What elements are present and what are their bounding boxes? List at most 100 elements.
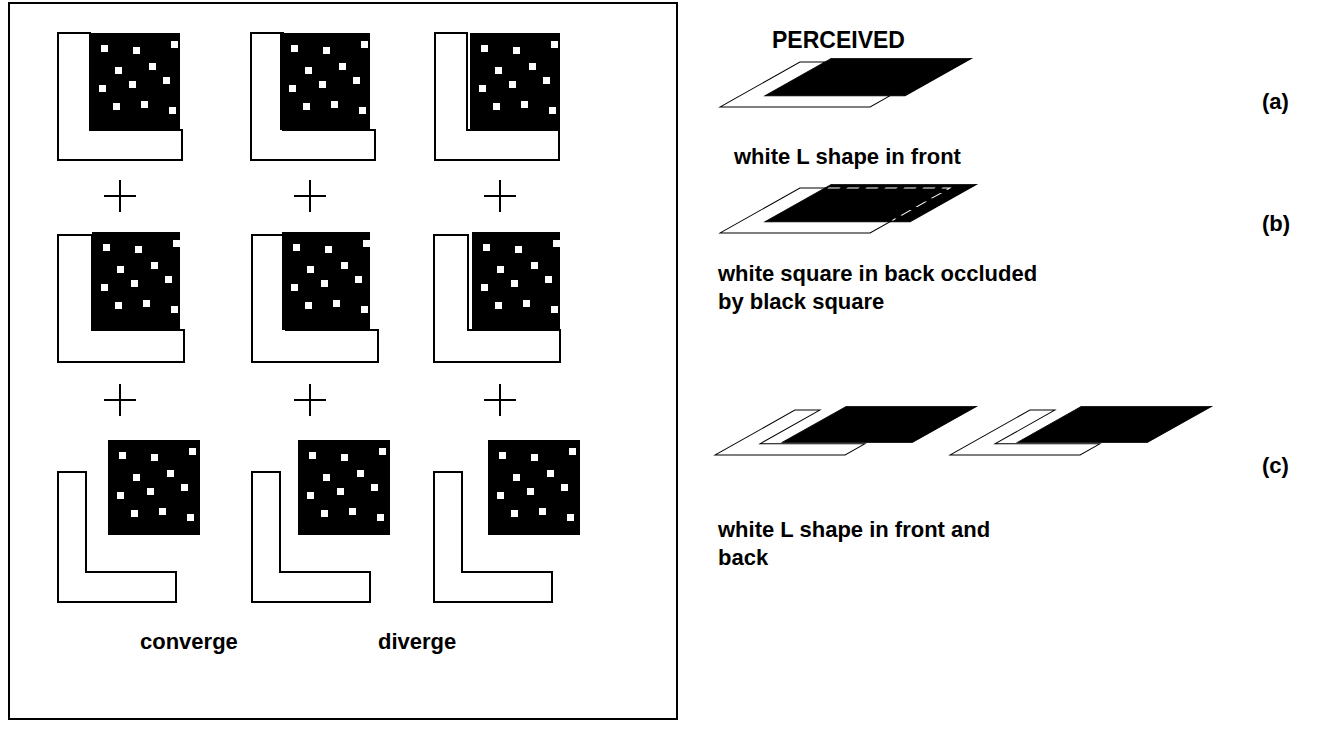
perceived-c-back xyxy=(950,406,1211,455)
white-dot xyxy=(379,448,386,455)
white-dot xyxy=(169,107,176,114)
viewing-label: diverge xyxy=(378,628,456,656)
white-dot xyxy=(361,306,368,313)
caption: white L shape in front xyxy=(734,143,961,171)
white-dot xyxy=(117,492,124,499)
white-dot xyxy=(495,67,502,74)
white-dot xyxy=(551,41,558,48)
stimulus-panel: converge diverge xyxy=(8,2,678,720)
caption: white L shape in front and back xyxy=(718,516,1018,571)
white-dot xyxy=(523,300,530,307)
white-dot xyxy=(149,63,156,70)
white-dot xyxy=(377,514,384,521)
white-dot xyxy=(321,280,328,287)
white-dot xyxy=(291,284,298,291)
white-dot xyxy=(159,508,166,515)
black-square xyxy=(472,232,560,330)
plus-sign xyxy=(484,180,516,212)
white-dot xyxy=(515,246,522,253)
white-dot xyxy=(167,470,174,477)
plus-sign xyxy=(104,384,136,416)
white-dot xyxy=(513,474,520,481)
white-dot xyxy=(303,103,310,110)
black-square xyxy=(280,33,370,130)
white-dot xyxy=(129,81,136,88)
white-dot xyxy=(115,67,122,74)
white-dot xyxy=(147,488,154,495)
white-dot xyxy=(539,508,546,515)
stereo-stimuli xyxy=(58,33,580,602)
white-dot xyxy=(293,244,300,251)
viewing-label: converge xyxy=(140,628,238,656)
white-dot xyxy=(99,85,106,92)
white-dot xyxy=(171,306,178,313)
white-dot xyxy=(495,302,502,309)
white-dot xyxy=(553,240,560,247)
white-dot xyxy=(117,266,124,273)
white-dot xyxy=(353,77,360,84)
white-dot xyxy=(493,103,500,110)
white-dot xyxy=(481,284,488,291)
white-dot xyxy=(135,246,142,253)
white-dot xyxy=(333,300,340,307)
white-dot xyxy=(171,41,178,48)
white-dot xyxy=(357,470,364,477)
white-dot xyxy=(549,107,556,114)
white-dot xyxy=(531,454,538,461)
white-dot xyxy=(527,488,534,495)
white-dot xyxy=(307,266,314,273)
panel-letter: (b) xyxy=(1262,210,1290,238)
white-dot xyxy=(483,244,490,251)
white-dot xyxy=(173,240,180,247)
perceived-a xyxy=(720,58,971,107)
white-dot xyxy=(305,302,312,309)
white-dot xyxy=(319,81,326,88)
black-square xyxy=(282,232,370,330)
white-dot xyxy=(543,77,550,84)
white-dot xyxy=(509,81,516,88)
white-dot xyxy=(323,47,330,54)
white-dot xyxy=(305,67,312,74)
black-square xyxy=(92,232,180,330)
white-dot xyxy=(497,266,504,273)
white-dot xyxy=(331,101,338,108)
white-dot xyxy=(511,510,518,517)
black-square xyxy=(298,440,390,535)
white-dot xyxy=(341,262,348,269)
white-dot xyxy=(119,452,126,459)
perceived-c-front xyxy=(715,406,976,455)
white-dot xyxy=(337,488,344,495)
white-dot xyxy=(189,448,196,455)
plus-sign xyxy=(484,384,516,416)
white-dot xyxy=(481,45,488,52)
white-dot xyxy=(551,306,558,313)
white-dot xyxy=(141,101,148,108)
heading: PERCEIVED xyxy=(772,26,905,55)
white-dot xyxy=(103,244,110,251)
black-square xyxy=(470,33,560,130)
white-l-shape xyxy=(251,33,375,160)
plus-sign xyxy=(294,180,326,212)
black-square xyxy=(90,33,180,130)
white-dot xyxy=(163,77,170,84)
white-dot xyxy=(131,510,138,517)
white-l-shape xyxy=(58,33,182,160)
white-dot xyxy=(151,454,158,461)
white-dot xyxy=(309,452,316,459)
white-dot xyxy=(547,470,554,477)
white-dot xyxy=(307,492,314,499)
white-dot xyxy=(479,85,486,92)
white-dot xyxy=(187,514,194,521)
white-dot xyxy=(323,474,330,481)
white-dot xyxy=(133,47,140,54)
white-dot xyxy=(497,492,504,499)
white-dot xyxy=(363,240,370,247)
white-dot xyxy=(131,280,138,287)
white-dot xyxy=(561,484,568,491)
white-dot xyxy=(325,246,332,253)
white-dot xyxy=(511,280,518,287)
panel-letter: (a) xyxy=(1262,88,1289,116)
white-dot xyxy=(101,45,108,52)
white-dot xyxy=(113,103,120,110)
caption: white square in back occluded by black s… xyxy=(718,260,1038,315)
